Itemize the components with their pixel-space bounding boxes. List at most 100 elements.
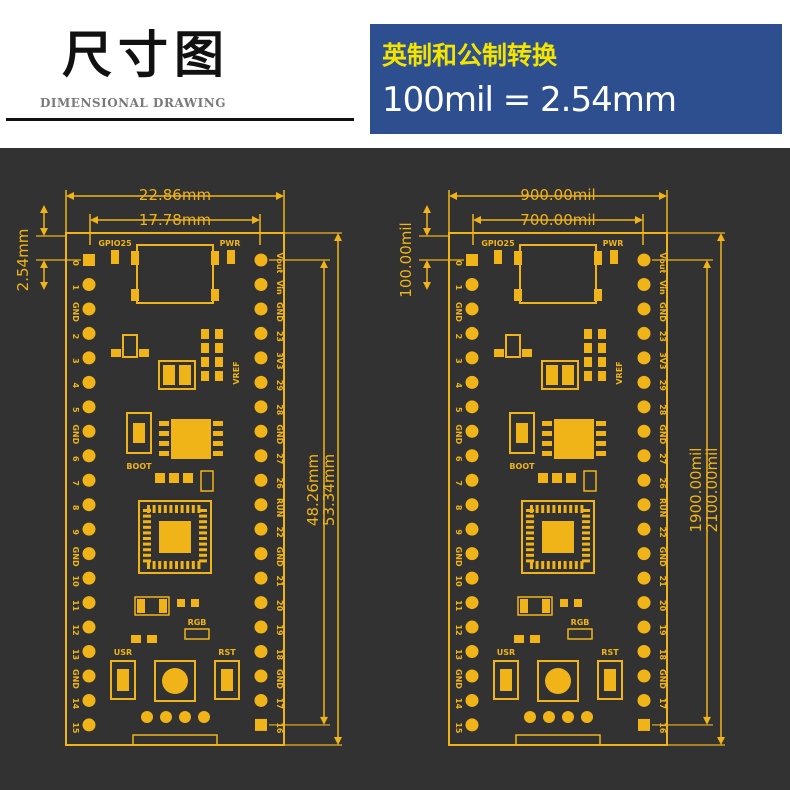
left-mcu-pin xyxy=(199,559,207,563)
left-pin-left xyxy=(82,547,96,561)
left-flash-pin xyxy=(159,421,169,426)
left-mcu-pin xyxy=(158,505,162,513)
right-pin-left-label: 14 xyxy=(454,698,463,710)
left-total-width-label: 22.86mm xyxy=(139,186,211,204)
conversion-text: 100mil = 2.54mm xyxy=(382,80,677,120)
right-mcu-pin xyxy=(582,542,590,546)
left-smd xyxy=(201,371,209,381)
right-rst-pad xyxy=(604,669,616,691)
conversion-box: 英制和公制转换 100mil = 2.54mm xyxy=(370,24,782,134)
left-inner-width-dim xyxy=(90,216,260,224)
right-mcu-pin xyxy=(526,559,534,563)
right-inner-width-dim-arrow-start xyxy=(473,216,481,224)
right-pin-right xyxy=(637,302,651,316)
left-pin-left-label: GND xyxy=(71,547,80,567)
right-mcu-pin xyxy=(563,561,567,569)
right-pin-span-dim-arrow-end xyxy=(703,716,711,725)
right-mcu-pin xyxy=(582,531,590,535)
right-total-width-label: 900.00mil xyxy=(520,186,595,204)
left-pin-right-label: GND xyxy=(275,547,284,567)
right-pin-left-label: 7 xyxy=(454,480,463,486)
right-boot-label: BOOT xyxy=(509,462,535,471)
right-inner-width-dim xyxy=(473,216,643,224)
left-usb-tab xyxy=(131,251,139,265)
left-pin-right xyxy=(254,596,268,610)
right-mcu-pin xyxy=(574,561,578,569)
right-pin-right xyxy=(637,620,651,634)
right-flash-pin xyxy=(596,431,606,436)
right-smd xyxy=(584,357,592,367)
right-pin-right-label: 17 xyxy=(658,698,667,709)
left-pin-left-label: 7 xyxy=(71,480,80,486)
left-pin-right-label: 22 xyxy=(275,527,284,538)
left-pin-right xyxy=(254,669,268,683)
left-mcu-pin xyxy=(143,542,151,546)
right-total-length-label: 2100.00mil xyxy=(703,448,721,533)
left-smd xyxy=(147,635,157,643)
right-mcu-pin xyxy=(526,525,534,529)
right-pin-left xyxy=(465,302,479,316)
right-usr-button xyxy=(493,660,519,700)
left-boot-label: BOOT xyxy=(126,462,152,471)
right-usb-connector xyxy=(519,244,597,304)
left-mcu-pin xyxy=(197,505,201,513)
left-smd xyxy=(191,599,199,607)
left-swd-pad xyxy=(141,711,153,723)
page-subtitle: DIMENSIONAL DRAWING xyxy=(40,96,226,110)
right-mcu-pin xyxy=(526,553,534,557)
right-mcu-pin xyxy=(546,561,550,569)
left-pin-right-label: Vout xyxy=(275,253,284,274)
left-smd xyxy=(177,599,185,607)
left-pin-left xyxy=(82,302,96,316)
left-pin-left-label: 9 xyxy=(71,529,80,535)
right-regulator xyxy=(505,334,521,358)
left-pin-left xyxy=(82,498,96,512)
right-mcu-pin xyxy=(541,561,545,569)
right-boot-pad xyxy=(516,423,528,443)
left-smd xyxy=(215,357,223,367)
left-usb-tab xyxy=(211,251,219,265)
right-mcu-pin xyxy=(526,514,534,518)
left-pin-right xyxy=(254,620,268,634)
left-pwr-label: PWR xyxy=(220,239,241,248)
left-pin-right xyxy=(254,498,268,512)
right-pin-right xyxy=(637,547,651,561)
left-bottom-edge xyxy=(132,734,218,746)
right-smd xyxy=(584,371,592,381)
left-mcu-pin xyxy=(143,525,151,529)
right-smd xyxy=(598,371,606,381)
right-mcu-pin xyxy=(526,537,534,540)
right-swd-pad xyxy=(562,711,574,723)
right-pin-right xyxy=(637,449,651,463)
right-mcu-pin xyxy=(546,505,550,513)
left-rgb-label: RGB xyxy=(188,618,207,627)
right-smd xyxy=(584,329,592,339)
right-smd xyxy=(560,599,568,607)
right-pin-left-label: 10 xyxy=(454,576,463,588)
title-underline xyxy=(6,118,354,121)
right-mcu-pin xyxy=(569,561,573,569)
right-pin-right xyxy=(637,326,651,340)
left-pwr-led xyxy=(227,250,235,264)
right-smd xyxy=(574,599,582,607)
right-mcu-pin xyxy=(582,553,590,557)
right-flash-pin xyxy=(596,421,606,426)
left-mcu-pin xyxy=(199,537,207,540)
right-pin-left-label: 12 xyxy=(454,624,463,635)
right-pin-right xyxy=(637,596,651,610)
left-pin-left-label: 3 xyxy=(71,358,80,364)
left-pin-right-label: 21 xyxy=(275,576,284,588)
right-usb-tab xyxy=(594,289,602,301)
left-gpio-label: GPIO25 xyxy=(98,239,132,248)
left-mcu-pin xyxy=(152,561,156,569)
right-total-length-dim-arrow-start xyxy=(717,233,725,241)
right-mcu-pin xyxy=(563,505,567,513)
left-pin-right xyxy=(254,253,268,267)
left-pin-right-label: 18 xyxy=(275,649,284,661)
left-usr-pad xyxy=(117,669,129,691)
left-pin-right xyxy=(254,302,268,316)
left-pin-right-label: 3V3 xyxy=(275,352,284,369)
right-pitch-arrow-top xyxy=(423,205,431,236)
